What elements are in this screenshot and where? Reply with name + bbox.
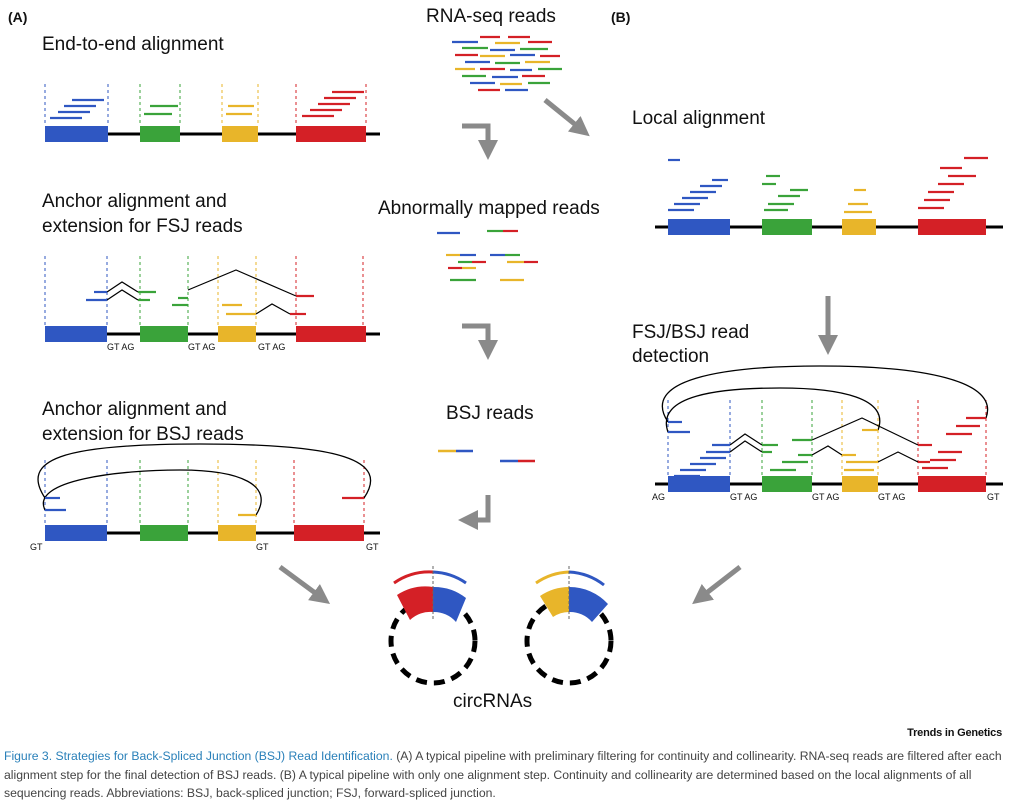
arrow-a-to-circ (278, 564, 331, 604)
caption-body: (A) A typical pipeline with preliminary … (4, 749, 1002, 800)
fsj-title-line2: extension for FSJ reads (42, 216, 243, 237)
fsj-title-line1: Anchor alignment and (42, 191, 227, 212)
panel-a-label: (A) (8, 9, 28, 25)
end-to-end-title: End-to-end alignment (42, 34, 224, 55)
bsj-reads-title: BSJ reads (446, 403, 534, 424)
detection-title-line2: detection (632, 346, 710, 367)
det-gtag-2: GT AG (812, 492, 840, 502)
bsj-reads-center (438, 449, 535, 463)
end-to-end-track (44, 84, 380, 142)
panel-b-label: (B) (611, 9, 631, 25)
fsj-gtag-3: GT AG (258, 342, 286, 352)
det-ag-1: AG (652, 492, 666, 502)
arrow-b-to-circ (692, 565, 742, 605)
circrnas-title: circRNAs (453, 691, 533, 712)
figure-caption: Figure 3. Strategies for Back-Spliced Ju… (4, 747, 1020, 803)
arrow-to-abnormal (462, 123, 498, 160)
det-gt-1: GT (987, 492, 1000, 502)
bsj-title-line1: Anchor alignment and (42, 399, 227, 420)
journal-brand: Trends in Genetics (907, 727, 1002, 739)
rna-seq-reads-cloud (452, 35, 562, 92)
arrow-to-bsj (462, 323, 498, 360)
bsj-title-line2: extension for BSJ reads (42, 424, 244, 445)
bsj-gt-2: GT (256, 542, 269, 552)
arrow-to-circ-center (458, 495, 491, 530)
detection-title-line1: FSJ/BSJ read (632, 322, 750, 343)
center-arrows (278, 98, 838, 605)
abnormal-reads (437, 229, 538, 282)
fsj-gtag-2: GT AG (188, 342, 216, 352)
local-alignment-title: Local alignment (632, 108, 766, 129)
local-alignment-track (655, 156, 1003, 235)
circrna-right (524, 566, 614, 686)
diagram-graphics (37, 35, 1003, 686)
fsj-track (44, 256, 380, 342)
arrow-to-local (543, 98, 590, 137)
caption-head: Figure 3. Strategies for Back-Spliced Ju… (4, 749, 393, 763)
detection-track-b (655, 365, 1003, 492)
circrna-left (388, 566, 478, 686)
rna-seq-title: RNA-seq reads (426, 6, 556, 27)
bsj-track-a (37, 443, 380, 541)
bsj-gt-1: GT (30, 542, 43, 552)
bsj-gt-3: GT (366, 542, 379, 552)
fsj-gtag-1: GT AG (107, 342, 135, 352)
det-gtag-1: GT AG (730, 492, 758, 502)
abnormal-title: Abnormally mapped reads (378, 198, 600, 219)
det-gtag-3: GT AG (878, 492, 906, 502)
